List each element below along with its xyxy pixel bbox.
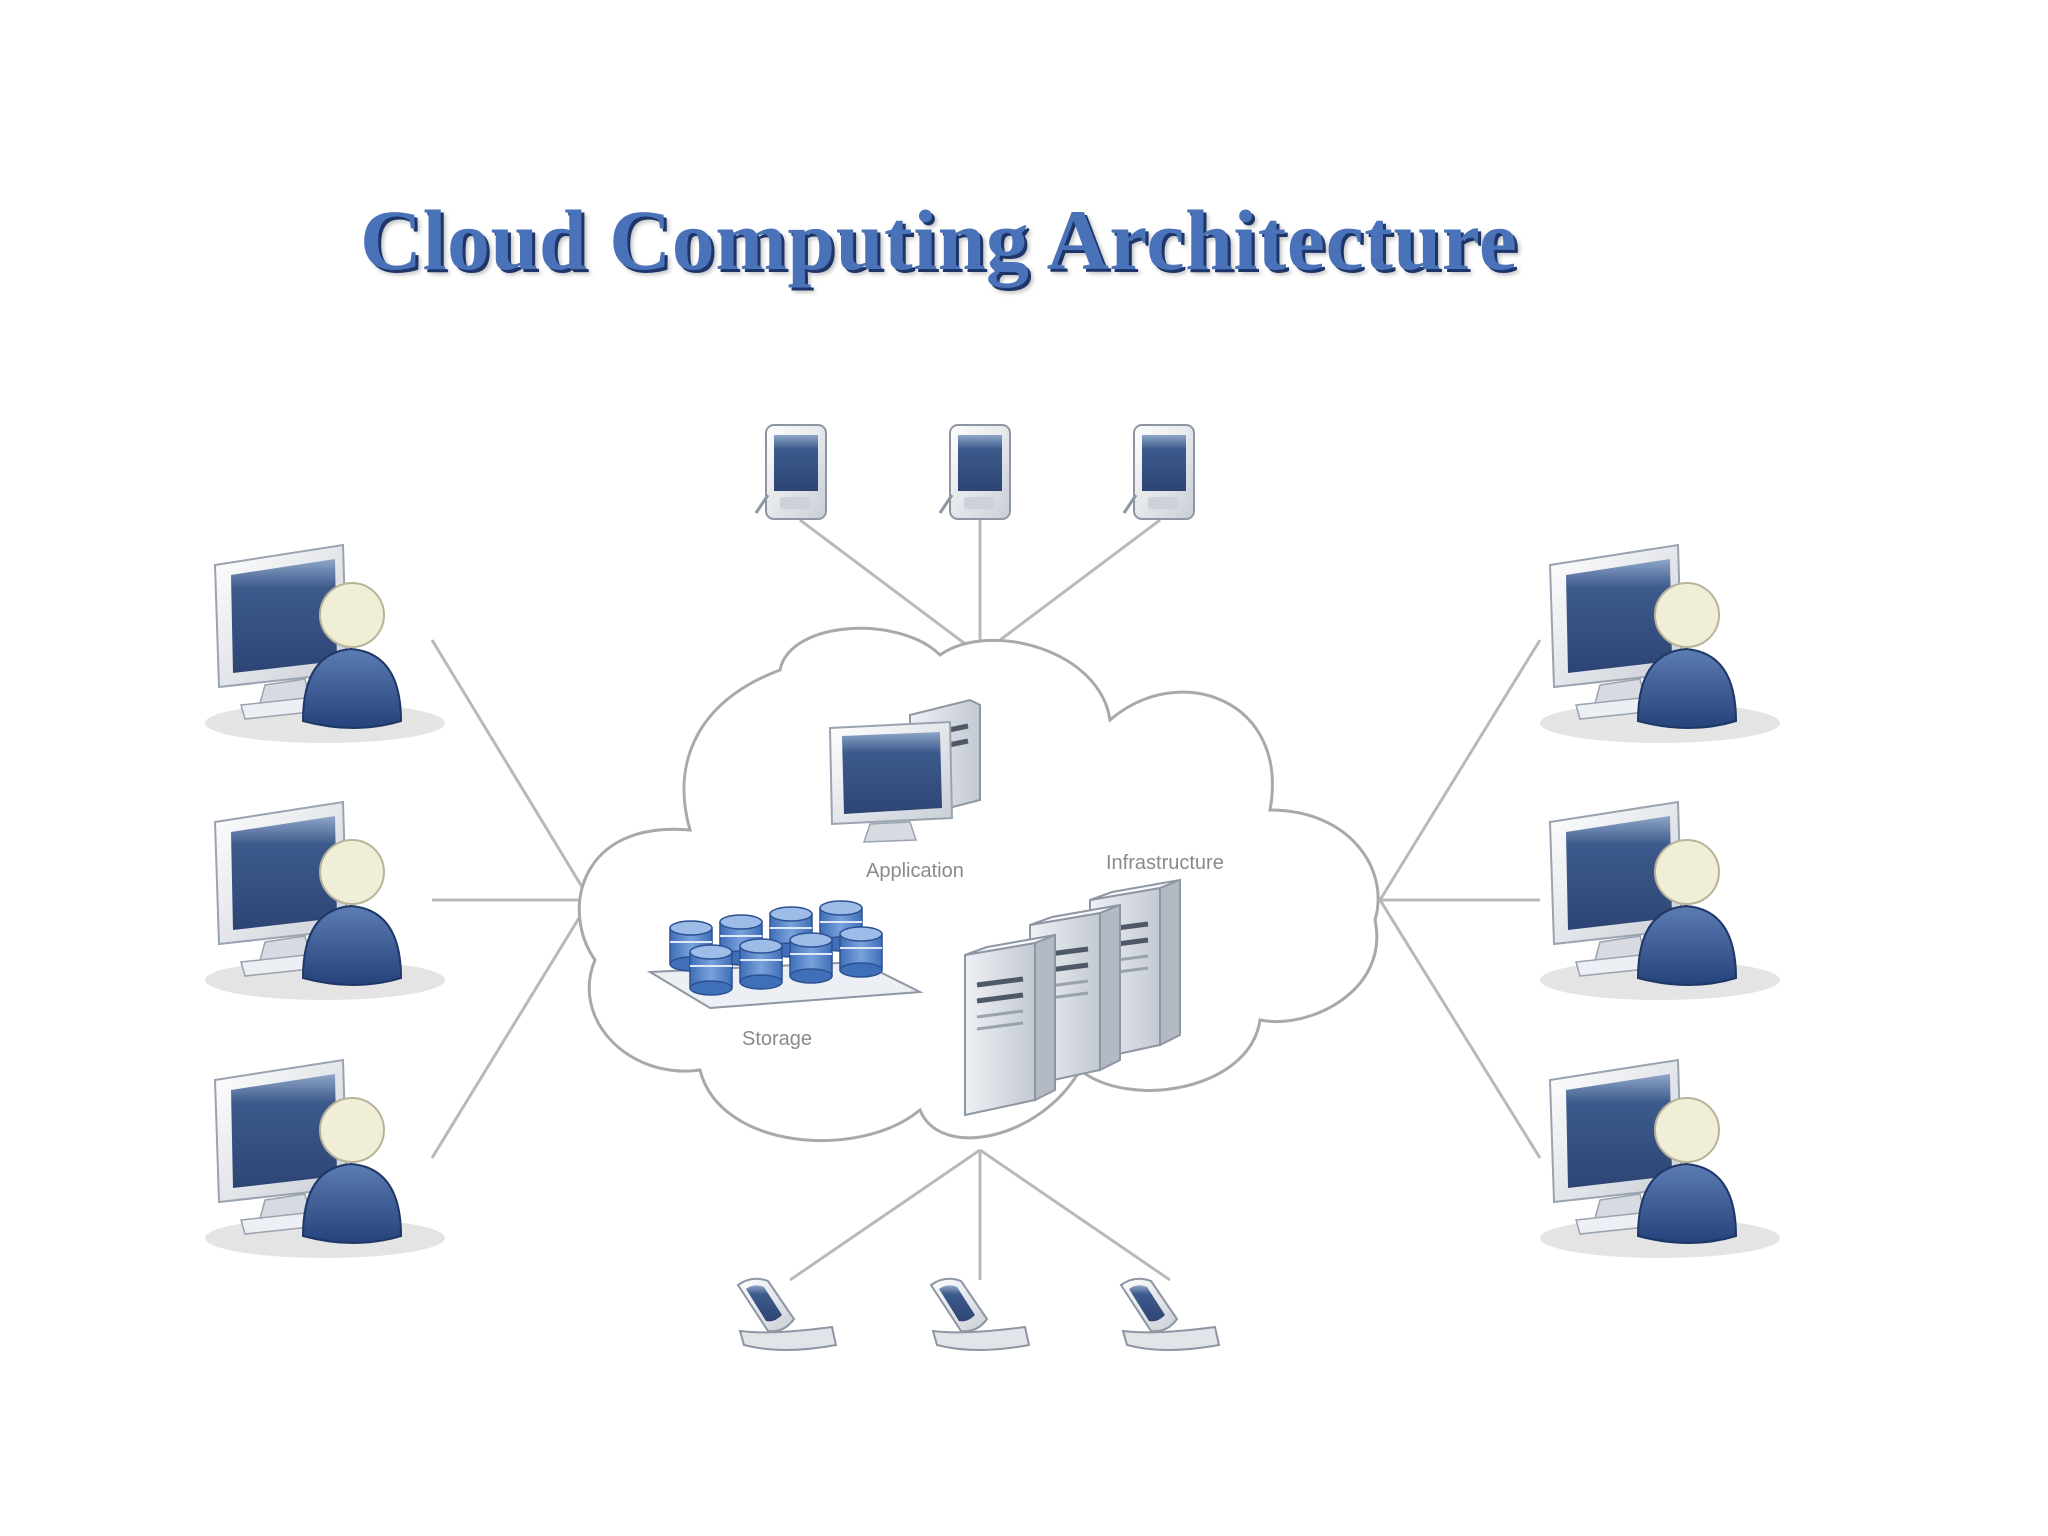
pda-device-icon — [938, 423, 1012, 521]
page-title: Cloud Computing Architecture — [360, 192, 1518, 288]
link-left-1 — [430, 639, 592, 901]
desktop-user-icon — [204, 801, 446, 1001]
desktop-user-icon — [204, 544, 446, 744]
link-right-1 — [1378, 639, 1542, 901]
link-left-3 — [430, 899, 592, 1159]
mobile-phone-icon — [930, 1277, 1030, 1351]
mobile-phone-icon — [737, 1277, 837, 1351]
application-server-icon — [828, 698, 981, 843]
pda-device-icon — [754, 423, 828, 521]
link-top-3 — [979, 518, 1161, 657]
desktop-user-icon — [1539, 801, 1781, 1001]
link-bottom-1 — [789, 1148, 981, 1282]
storage-label: Storage — [742, 1028, 812, 1050]
link-top-1 — [799, 518, 981, 657]
desktop-user-icon — [1539, 1059, 1781, 1259]
infrastructure-label: Infrastructure — [1106, 852, 1224, 874]
link-bottom-3 — [979, 1148, 1171, 1282]
storage-array-icon — [646, 900, 924, 1010]
connection-lines — [430, 518, 1542, 1282]
application-label: Application — [866, 860, 964, 882]
desktop-user-icon — [204, 1059, 446, 1259]
link-right-3 — [1378, 899, 1542, 1159]
pda-device-icon — [1122, 423, 1196, 521]
desktop-user-icon — [1539, 544, 1781, 744]
mobile-phone-icon — [1120, 1277, 1220, 1351]
